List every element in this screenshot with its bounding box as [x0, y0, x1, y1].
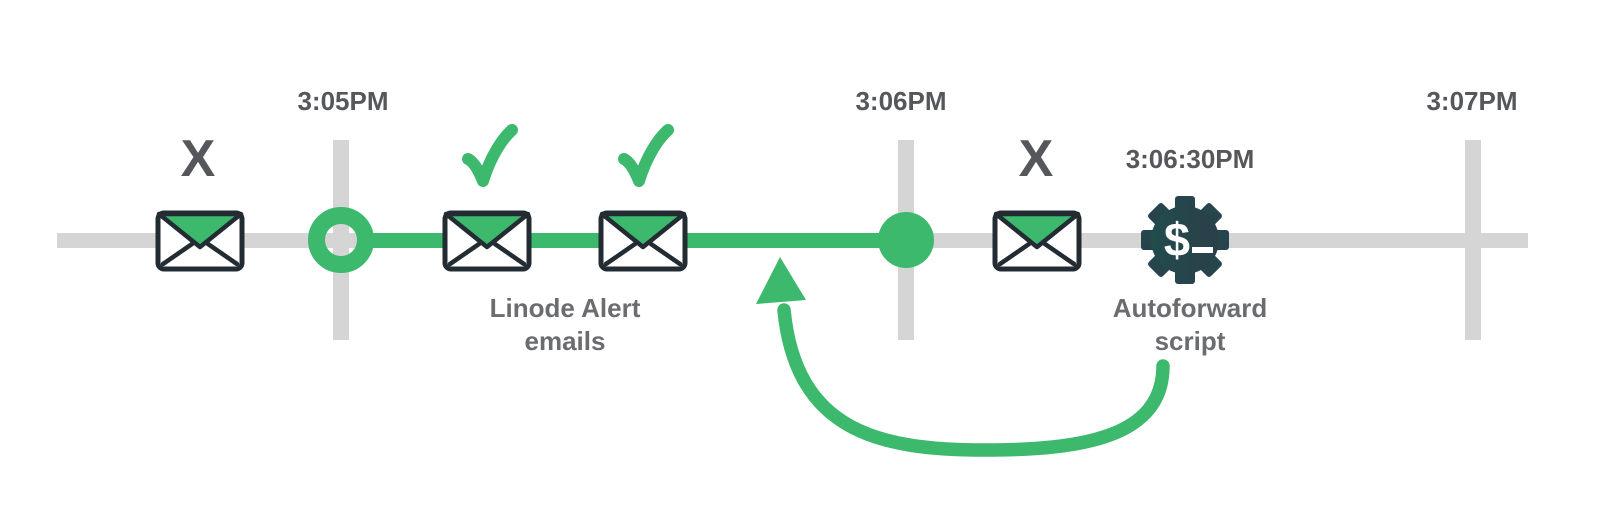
- time-label-3-07pm: 3:07PM: [1426, 86, 1518, 116]
- caption-line: script: [1154, 326, 1226, 356]
- loop-arrow-icon: [756, 257, 1170, 457]
- envelope-icon: [155, 210, 245, 272]
- segment-start-marker: [308, 207, 374, 273]
- caption-line: emails: [524, 326, 606, 356]
- blocked-x-mark: X: [180, 130, 216, 188]
- envelope-icon: [442, 210, 532, 272]
- time-label-3-05pm: 3:05PM: [297, 86, 389, 116]
- loop-arrow-head: [756, 257, 806, 304]
- segment-end-marker: [878, 212, 934, 268]
- check-icon: [618, 124, 674, 187]
- time-label-3-06-30pm: 3:06:30PM: [1125, 144, 1255, 174]
- cursor-underscore-glyph: [1192, 247, 1213, 253]
- loop-arrow-shaft: [777, 303, 1170, 457]
- caption-line: Autoforward: [1112, 293, 1268, 323]
- time-label-3-06pm: 3:06PM: [855, 86, 947, 116]
- envelope-icon: [598, 210, 688, 272]
- tick-3-07pm: [1465, 140, 1481, 340]
- autoforward-script-caption: Autoforward script: [1113, 292, 1268, 358]
- check-icon: [462, 124, 518, 187]
- blocked-x-mark: X: [1018, 130, 1054, 188]
- caption-line: Linode Alert: [489, 293, 641, 323]
- envelope-icon: [992, 210, 1082, 272]
- dollar-prompt-glyph: $: [1164, 213, 1190, 266]
- gear-script-icon: $: [1141, 196, 1229, 284]
- linode-alert-emails-caption: Linode Alert emails: [490, 292, 641, 358]
